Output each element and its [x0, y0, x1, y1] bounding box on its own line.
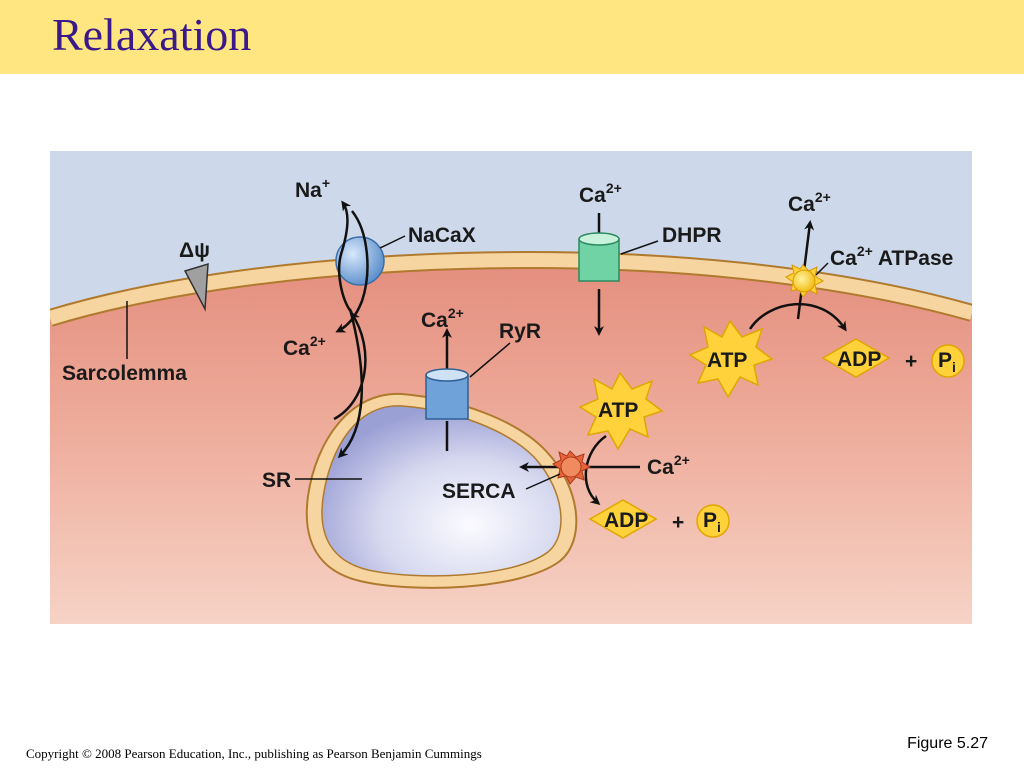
ryr-channel — [425, 374, 469, 420]
na-arrow — [338, 200, 353, 314]
pi-label-atpase: Pi — [938, 349, 956, 375]
sr-label: SR — [262, 469, 291, 492]
relaxation-diagram: Δψ Sarcolemma Na+ Ca2+ NaCaX Ca2+ DHPR C… — [50, 151, 972, 624]
ryr-label: RyR — [499, 320, 541, 343]
dhpr-label: DHPR — [662, 224, 722, 247]
nacax-exchanger — [335, 236, 385, 286]
adp-diamond-atpase — [821, 338, 891, 378]
voltage-sensor-icon — [183, 262, 209, 312]
figure-label: Figure 5.27 — [907, 735, 988, 752]
adp-diamond-serca — [588, 499, 658, 539]
atp-label-atpase: ATP — [707, 349, 747, 372]
dhpr-channel — [578, 238, 620, 282]
ca-label-ryr: Ca2+ — [421, 305, 464, 332]
pi-circle-serca — [696, 504, 730, 538]
adp-label-serca: ADP — [604, 509, 648, 532]
atpase-reaction-arrow — [748, 303, 847, 332]
adp-label-atpase: ADP — [837, 348, 881, 371]
plus-sign-atpase: + — [905, 350, 917, 373]
ca-label-atpase: Ca2+ — [788, 189, 831, 216]
ryr-pointer — [469, 342, 511, 378]
ca-atpase-label: Ca2+ATPase — [830, 243, 953, 270]
nacax-pointer — [379, 235, 406, 249]
atpase-pointer — [815, 262, 829, 276]
na-label: Na+ — [295, 175, 330, 202]
ca-arrow-nacax — [335, 210, 369, 333]
atp-star-serca — [578, 371, 664, 451]
delta-psi-label: Δψ — [179, 239, 210, 262]
na-influx-arrow — [333, 311, 367, 421]
dhpr-pointer — [620, 240, 659, 255]
serca-label: SERCA — [442, 480, 516, 503]
sr-lumen — [321, 405, 562, 577]
pi-circle-atpase — [931, 344, 965, 378]
plus-sign-serca: + — [672, 511, 684, 534]
sarcolemma-label: Sarcolemma — [62, 362, 187, 385]
ca-efflux-arrow-nacax — [337, 308, 363, 459]
copyright-notice: Copyright © 2008 Pearson Education, Inc.… — [26, 746, 482, 761]
pi-label-serca: Pi — [703, 509, 721, 535]
ca-label-serca: Ca2+ — [647, 452, 690, 479]
nacax-label: NaCaX — [408, 224, 476, 247]
slide-title: Relaxation — [52, 9, 252, 60]
title-bar — [0, 0, 1024, 74]
ca-label-nacax: Ca2+ — [283, 333, 326, 360]
ca-label-dhpr: Ca2+ — [579, 180, 622, 207]
sarcolemma-membrane — [50, 253, 972, 325]
serca-pointer — [525, 473, 561, 490]
atp-star-atpase — [688, 319, 774, 399]
atp-label-serca: ATP — [598, 399, 638, 422]
